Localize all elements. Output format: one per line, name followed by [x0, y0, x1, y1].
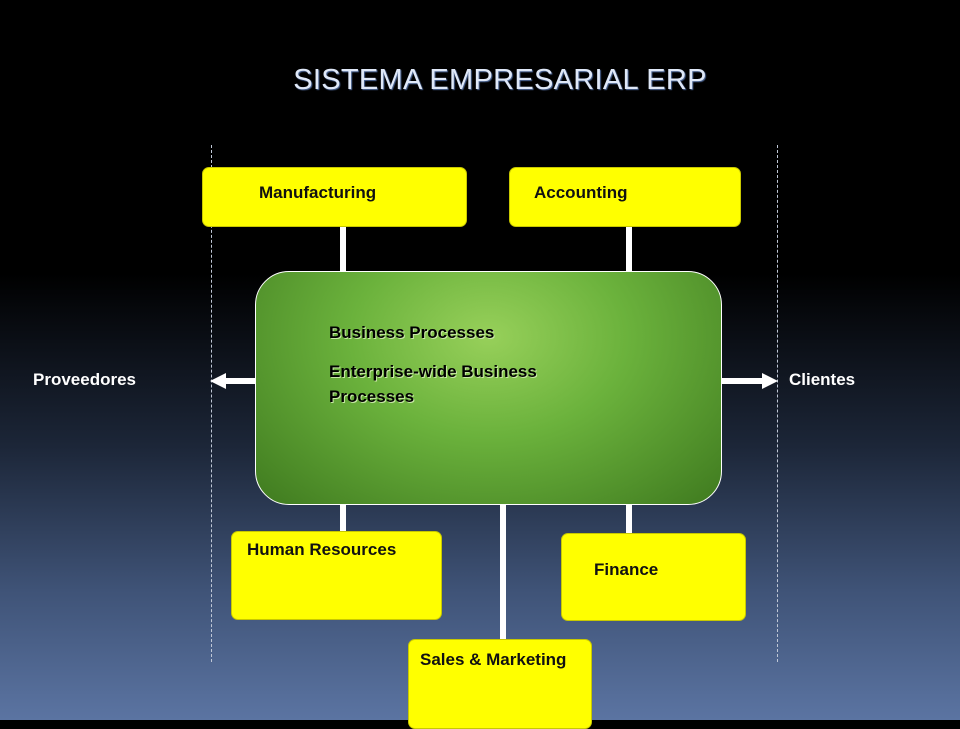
- module-sales-marketing-label: Sales & Marketing: [420, 650, 567, 669]
- module-human-resources-label: Human Resources: [247, 540, 397, 559]
- arrow-left-icon: [210, 373, 270, 389]
- module-human-resources: [231, 531, 442, 620]
- suppliers-label: Proveedores: [33, 370, 136, 389]
- module-sales-marketing: [408, 639, 592, 729]
- connector-sales-marketing: [500, 504, 506, 640]
- module-accounting-label: Accounting: [534, 183, 628, 202]
- connector-manufacturing: [340, 227, 346, 273]
- connector-human-resources: [340, 504, 346, 532]
- right-boundary-line: [777, 145, 778, 662]
- module-finance-label: Finance: [594, 560, 659, 579]
- connector-accounting: [626, 227, 632, 273]
- connector-finance: [626, 504, 632, 534]
- page-title: SISTEMA EMPRESARIAL ERP: [293, 64, 707, 96]
- module-manufacturing-label: Manufacturing: [259, 183, 377, 202]
- left-boundary-line: [211, 145, 212, 662]
- module-manufacturing: [202, 167, 467, 227]
- customers-label: Clientes: [789, 370, 856, 389]
- business-processes-block: [255, 271, 722, 505]
- enterprise-processes-label: Enterprise-wide Business Processes: [329, 362, 537, 406]
- module-finance: [561, 533, 746, 621]
- module-accounting: [509, 167, 741, 227]
- business-processes-label: Business Processes: [329, 323, 495, 342]
- arrow-right-icon: [718, 373, 778, 389]
